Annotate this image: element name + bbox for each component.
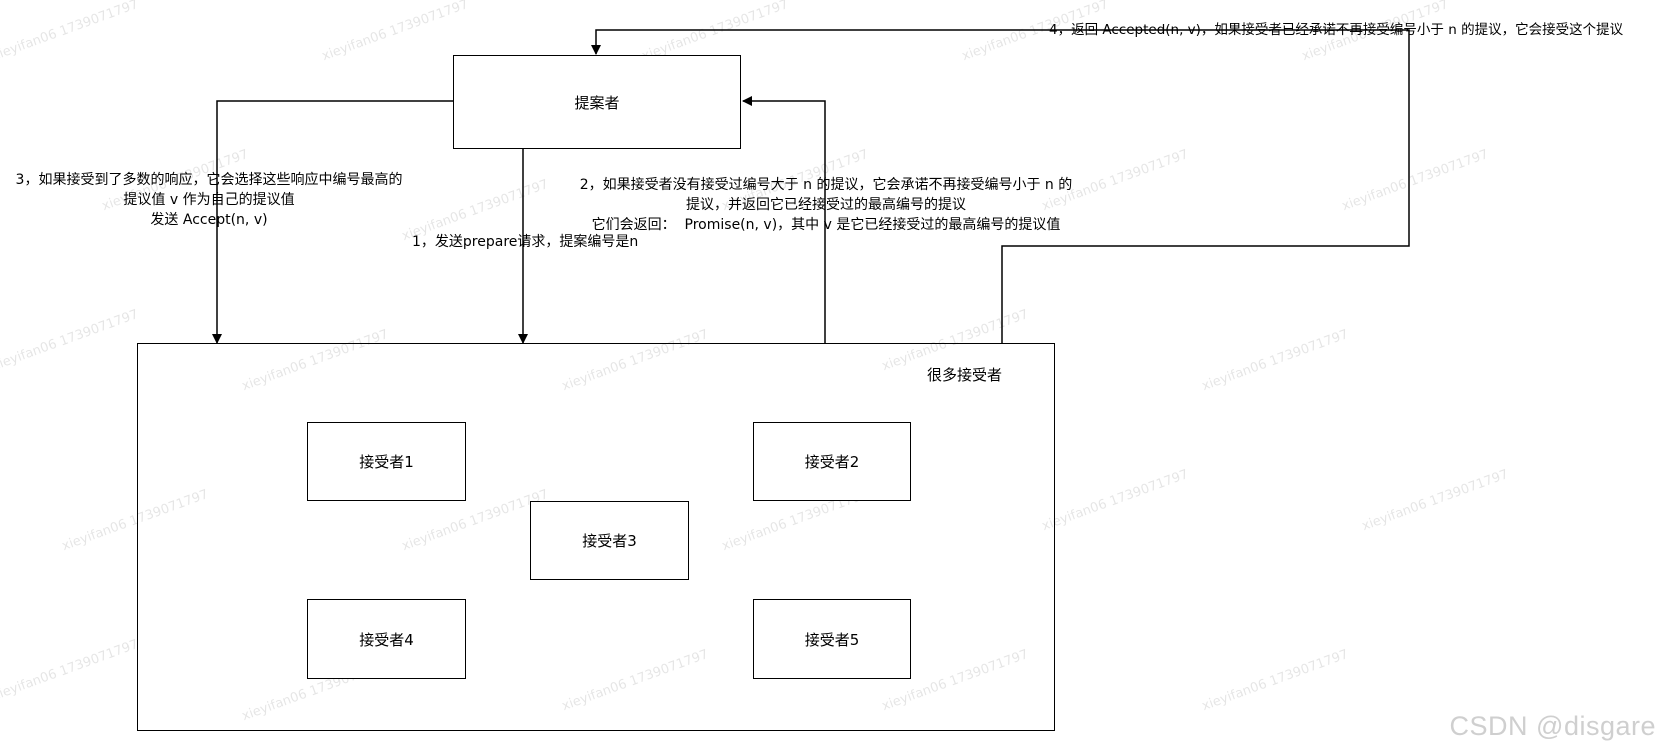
acceptor-4-label: 接受者4 xyxy=(359,630,414,649)
acceptor-4-box: 接受者4 xyxy=(307,599,466,679)
arrow-promise xyxy=(742,96,826,343)
acceptor-2-label: 接受者2 xyxy=(804,453,860,471)
step2-label: 2，如果接受者没有接受过编号大于 n 的提议，它会承诺不再接受编号小于 n 的 … xyxy=(579,177,1073,233)
acceptor-1-box: 接受者1 xyxy=(307,422,466,501)
step4-label: 4，返回 Accepted(n, v)，如果接受者已经承诺不再接受编号小于 n … xyxy=(1049,22,1624,38)
acceptor-2-box: 接受者2 xyxy=(753,422,911,501)
acceptor-5-box: 接受者5 xyxy=(753,599,911,679)
acceptor-5-label: 接受者5 xyxy=(804,630,860,649)
step1-label: 1，发送prepare请求，提案编号是n xyxy=(412,234,639,250)
acceptor-3-box: 接受者3 xyxy=(530,501,689,580)
acceptors-container: 很多接受者 xyxy=(137,343,1055,731)
proposer-label: 提案者 xyxy=(574,93,620,112)
arrow-accepted xyxy=(591,29,1410,343)
arrow-accept xyxy=(212,100,453,344)
acceptor-1-label: 接受者1 xyxy=(359,453,414,471)
acceptors-container-title: 很多接受者 xyxy=(926,366,1002,384)
step3-label: 3，如果接受到了多数的响应，它会选择这些响应中编号最高的 提议值 v 作为自己的… xyxy=(15,172,403,228)
footer-credit: CSDN @disgare xyxy=(1449,711,1656,741)
proposer-box: 提案者 xyxy=(453,55,741,149)
acceptor-3-label: 接受者3 xyxy=(582,532,637,550)
